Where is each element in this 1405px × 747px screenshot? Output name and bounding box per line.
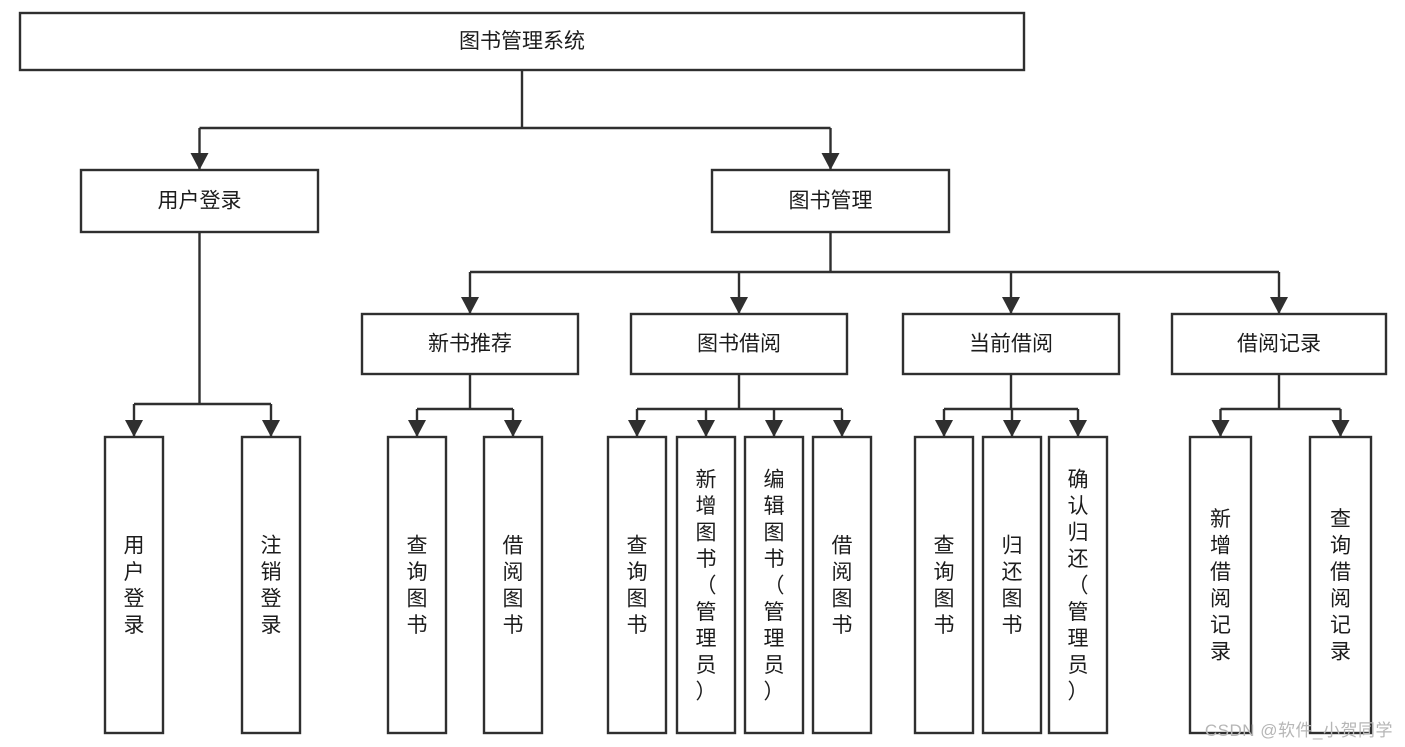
node-box-leaf-query-book-1 bbox=[386, 435, 448, 735]
node-leaf-add-record[interactable]: 新增借阅记录 bbox=[1188, 435, 1253, 735]
node-box-leaf-query-book-3 bbox=[913, 435, 975, 735]
node-label-book-manage: 图书管理 bbox=[789, 190, 873, 213]
node-label-leaf-add-book: 新增图书（管理员） bbox=[696, 468, 717, 703]
csdn-watermark: CSDN @软件_小贺同学 bbox=[1204, 721, 1393, 740]
node-leaf-confirm-return[interactable]: 确认归还（管理员） bbox=[1047, 435, 1109, 735]
node-label-leaf-query-record: 查询借阅记录 bbox=[1330, 508, 1351, 664]
node-box-book-borrow bbox=[629, 312, 849, 376]
node-box-leaf-borrow-book-1 bbox=[482, 435, 544, 735]
node-label-leaf-query-book-2: 查询图书 bbox=[627, 535, 648, 638]
node-label-leaf-query-book-1: 查询图书 bbox=[407, 535, 428, 638]
node-book-manage[interactable]: 图书管理 bbox=[710, 168, 951, 234]
node-label-leaf-user-login: 用户登录 bbox=[124, 535, 145, 638]
node-box-borrow-record bbox=[1170, 312, 1388, 376]
node-leaf-user-login[interactable]: 用户登录 bbox=[103, 435, 165, 735]
node-box-leaf-add-book bbox=[675, 435, 737, 735]
node-label-leaf-borrow-book-1: 借阅图书 bbox=[503, 535, 524, 638]
node-label-leaf-confirm-return: 确认归还（管理员） bbox=[1068, 468, 1089, 703]
node-leaf-borrow-book-2[interactable]: 借阅图书 bbox=[811, 435, 873, 735]
edges-layer bbox=[125, 70, 1350, 437]
node-borrow-record[interactable]: 借阅记录 bbox=[1170, 312, 1388, 376]
node-leaf-query-book-3[interactable]: 查询图书 bbox=[913, 435, 975, 735]
node-box-root bbox=[18, 11, 1026, 72]
node-label-leaf-query-book-3: 查询图书 bbox=[934, 535, 955, 638]
node-box-user-login bbox=[79, 168, 320, 234]
node-leaf-query-book-1[interactable]: 查询图书 bbox=[386, 435, 448, 735]
node-leaf-edit-book[interactable]: 编辑图书（管理员） bbox=[743, 435, 805, 735]
node-label-book-borrow: 图书借阅 bbox=[697, 333, 781, 356]
node-root[interactable]: 图书管理系统 bbox=[18, 11, 1026, 72]
node-box-new-book-rec bbox=[360, 312, 580, 376]
node-box-leaf-edit-book bbox=[743, 435, 805, 735]
node-leaf-query-record[interactable]: 查询借阅记录 bbox=[1308, 435, 1373, 735]
node-label-leaf-edit-book: 编辑图书（管理员） bbox=[764, 468, 785, 703]
node-leaf-logout[interactable]: 注销登录 bbox=[240, 435, 302, 735]
node-label-borrow-record: 借阅记录 bbox=[1237, 333, 1321, 356]
node-leaf-query-book-2[interactable]: 查询图书 bbox=[606, 435, 668, 735]
node-box-leaf-query-record bbox=[1308, 435, 1373, 735]
node-label-leaf-return-book: 归还图书 bbox=[1002, 535, 1023, 638]
node-leaf-add-book[interactable]: 新增图书（管理员） bbox=[675, 435, 737, 735]
node-box-leaf-user-login bbox=[103, 435, 165, 735]
node-label-root: 图书管理系统 bbox=[459, 30, 585, 53]
node-box-leaf-confirm-return bbox=[1047, 435, 1109, 735]
node-label-leaf-borrow-book-2: 借阅图书 bbox=[832, 535, 853, 638]
node-new-book-rec[interactable]: 新书推荐 bbox=[360, 312, 580, 376]
node-label-current-borrow: 当前借阅 bbox=[969, 333, 1053, 356]
node-box-leaf-borrow-book-2 bbox=[811, 435, 873, 735]
node-box-leaf-return-book bbox=[981, 435, 1043, 735]
node-box-leaf-logout bbox=[240, 435, 302, 735]
node-label-new-book-rec: 新书推荐 bbox=[428, 333, 512, 356]
node-leaf-borrow-book-1[interactable]: 借阅图书 bbox=[482, 435, 544, 735]
nodes-layer: 图书管理系统用户登录图书管理新书推荐图书借阅当前借阅借阅记录用户登录注销登录查询… bbox=[18, 11, 1388, 735]
node-box-current-borrow bbox=[901, 312, 1121, 376]
node-box-book-manage bbox=[710, 168, 951, 234]
node-leaf-return-book[interactable]: 归还图书 bbox=[981, 435, 1043, 735]
node-box-leaf-query-book-2 bbox=[606, 435, 668, 735]
node-label-user-login: 用户登录 bbox=[158, 190, 242, 213]
node-current-borrow[interactable]: 当前借阅 bbox=[901, 312, 1121, 376]
node-label-leaf-add-record: 新增借阅记录 bbox=[1210, 508, 1231, 664]
node-box-leaf-add-record bbox=[1188, 435, 1253, 735]
node-book-borrow[interactable]: 图书借阅 bbox=[629, 312, 849, 376]
node-label-leaf-logout: 注销登录 bbox=[261, 535, 282, 638]
node-user-login[interactable]: 用户登录 bbox=[79, 168, 320, 234]
